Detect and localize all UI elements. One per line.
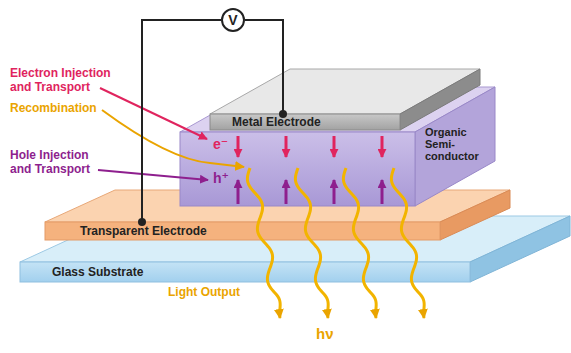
electron-arrow bbox=[237, 136, 240, 157]
callout-label: Electron Injection and Transport bbox=[10, 66, 122, 94]
light-wave bbox=[391, 168, 424, 318]
electron-arrow bbox=[381, 136, 384, 157]
glass-side-face bbox=[470, 216, 570, 282]
layer-label: Transparent Electrode bbox=[80, 222, 446, 240]
layer-label: Metal Electrode bbox=[232, 114, 406, 130]
anode-side-face bbox=[440, 190, 510, 240]
callout-label: Recombination bbox=[10, 101, 120, 115]
transparent-electrode-layer: Transparent Electrode bbox=[45, 222, 446, 240]
glass-substrate-layer: Glass Substrate bbox=[20, 262, 476, 282]
layer-label: Glass Substrate bbox=[52, 262, 476, 282]
leader-line bbox=[100, 88, 207, 139]
metal-electrode-layer: Metal Electrode bbox=[210, 114, 406, 130]
charge-symbol: e⁻ bbox=[213, 137, 228, 151]
electron-arrow bbox=[333, 136, 336, 157]
light-wave bbox=[247, 168, 280, 318]
light-wave bbox=[295, 168, 328, 318]
hole-arrow bbox=[381, 180, 384, 204]
hole-arrow bbox=[237, 180, 240, 204]
photon-symbol: hν bbox=[316, 326, 334, 341]
light-wave bbox=[343, 168, 376, 318]
light-label: Light Output bbox=[168, 286, 240, 298]
voltage-symbol: V bbox=[228, 13, 237, 27]
voltage-source: V bbox=[221, 8, 245, 32]
wire bbox=[245, 20, 283, 114]
organic-layer: Organic Semi-conductor bbox=[425, 126, 489, 166]
callout-label: Hole Injection and Transport bbox=[10, 148, 105, 176]
electron-arrows bbox=[238, 136, 382, 157]
layer-label: Organic Semi-conductor bbox=[425, 126, 489, 162]
charge-symbol: h⁺ bbox=[213, 171, 229, 185]
hole-arrow bbox=[285, 180, 288, 204]
leader-line bbox=[102, 110, 244, 167]
electron-arrow bbox=[285, 136, 288, 157]
metal-side-face bbox=[400, 69, 480, 130]
wire bbox=[142, 20, 221, 222]
leader-line bbox=[98, 170, 208, 180]
hole-arrow bbox=[333, 180, 336, 204]
light-waves bbox=[247, 168, 424, 318]
